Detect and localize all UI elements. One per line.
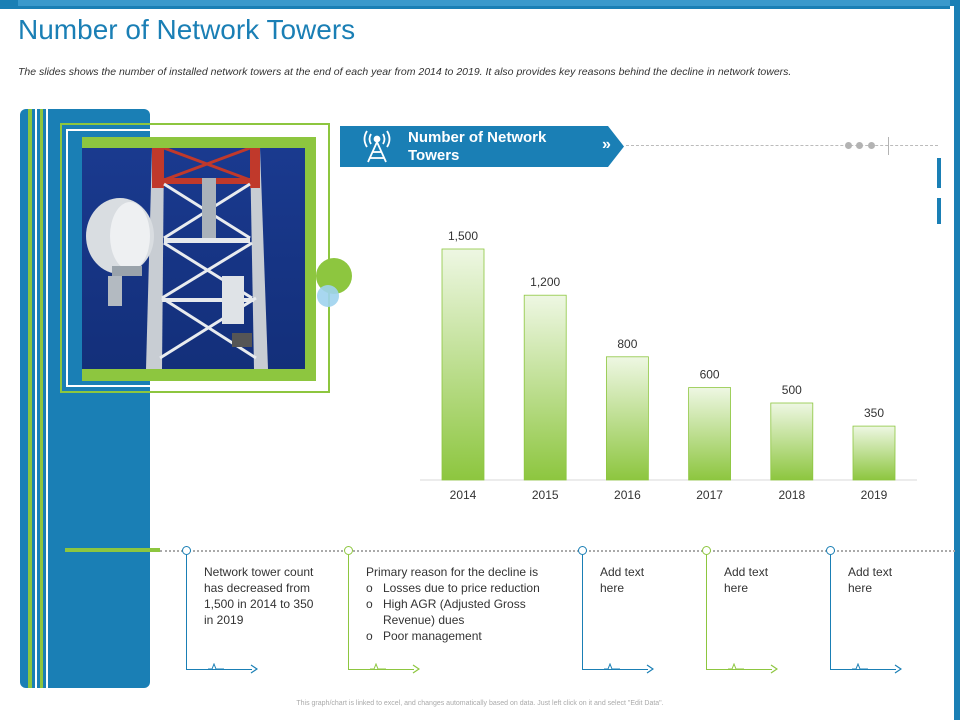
note-line-text: Add text [724,565,769,579]
connector-tick [888,137,889,155]
network-towers-bar-chart: 1,500 2014 1,200 2015 800 2016 600 2017 500 2018 3… [420,229,917,502]
bar-2016 [605,356,649,481]
bar-value-label: 1,500 [448,229,478,243]
note-line-text: Add text [848,565,893,579]
note-text-block: Primary reason for the decline isLosses … [366,564,581,644]
note-connector-line [830,555,831,670]
x-tick-label: 2014 [450,488,477,502]
timeline-node [825,546,835,555]
top-accent-bar-inner [18,0,953,6]
note-connector-line [348,555,349,670]
bar-value-label: 800 [617,337,637,351]
footer-note: This graph/chart is linked to excel, and… [296,700,664,707]
connector-dot [868,142,875,149]
wave-mark-icon [852,663,868,670]
panel-stripe [28,109,32,688]
x-tick-label: 2016 [614,488,641,502]
banner-dashed-connector [626,145,938,146]
panel-stripe [35,109,37,688]
note-line-text: has decreased from [204,581,311,595]
timeline-node [577,546,587,555]
wave-mark-icon [208,663,224,670]
bar-2018 [770,402,814,481]
arrow-right-icon [894,664,902,674]
note-text-block: Network tower count has decreased from 1,5… [204,564,344,628]
connector-dot [856,142,863,149]
tower-illustration [82,148,305,369]
antenna-tower-icon [363,130,391,163]
decorative-blue-circle [317,285,339,307]
x-tick-label: 2017 [696,488,723,502]
bar-value-label: 350 [864,406,884,420]
bar-2015 [523,294,567,481]
right-accent-bar [950,0,960,720]
note-text-block: Add text here [600,564,700,596]
connector-dot [845,142,852,149]
right-accent-bar-inner [950,6,954,720]
arrow-right-icon [646,664,654,674]
photo-frame-inner [66,129,324,387]
note-line-text: here [724,581,749,595]
note-connector-line [186,555,187,670]
bar-value-label: 600 [700,368,720,382]
chart-banner-label: Number of Network Towers [408,129,547,164]
timeline-green-segment [65,548,160,552]
bar-value-label: 500 [782,383,802,397]
note-connector-line [706,555,707,670]
timeline-node [343,546,353,555]
network-tower-photo [82,148,305,369]
note-connector-line [582,555,583,670]
wave-mark-icon [604,663,620,670]
bar-2019 [852,425,896,481]
note-line-text: Primary reason for the decline is [366,565,539,579]
note-line-text: Network tower count [204,565,314,579]
x-tick-label: 2018 [778,488,805,502]
right-blue-marker [937,198,941,224]
page-subtitle: The slides shows the number of installed… [18,66,792,78]
note-bullet-item: High AGR (Adjusted Gross Revenue) dues [366,596,581,628]
timeline-node [701,546,711,555]
note-line-text: Add text [600,565,645,579]
x-tick-label: 2019 [861,488,888,502]
wave-mark-icon [370,663,386,670]
note-line-text: 1,500 in 2014 to 350 [204,597,314,611]
chart-title-banner [340,126,624,167]
note-bullet-item: Poor management [366,628,581,644]
arrow-right-icon [412,664,420,674]
bar-2014 [441,248,485,481]
wave-mark-icon [728,663,744,670]
x-tick-label: 2015 [532,488,559,502]
arrow-right-icon [770,664,778,674]
arrow-right-icon [250,664,258,674]
note-text-block: Add text here [724,564,824,596]
note-line-text: here [600,581,625,595]
timeline-node [181,546,191,555]
right-blue-marker [937,158,941,188]
panel-stripe [46,109,48,688]
page-title: Number of Network Towers [18,14,356,45]
note-line-text: here [848,581,873,595]
timeline-dotted-line [160,550,955,552]
double-chevron-right-icon: » [602,136,611,153]
note-line-text: in 2019 [204,613,244,627]
bar-2017 [688,387,732,481]
bar-value-label: 1,200 [530,275,560,289]
note-bullet-item: Losses due to price reduction [366,580,581,596]
panel-stripe [40,109,43,688]
note-text-block: Add text here [848,564,948,596]
